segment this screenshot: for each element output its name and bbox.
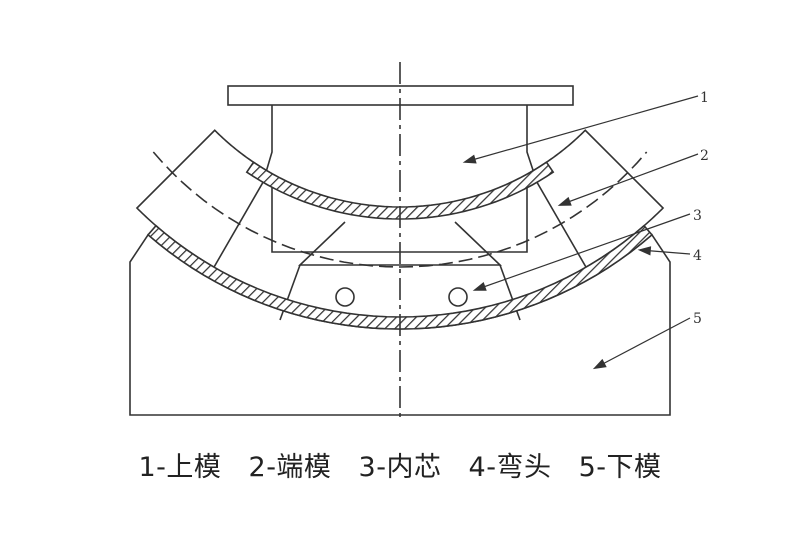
legend-caption: 1-上模 2-端模 3-内芯 4-弯头 5-下模 — [0, 445, 800, 484]
legend-item-upper-die: 1-上模 — [138, 452, 222, 483]
label-5: 5 — [693, 311, 702, 327]
arrowhead-2 — [557, 196, 572, 206]
core-pin-left — [335, 287, 355, 307]
label-3: 3 — [693, 208, 702, 224]
legend-item-lower-die: 5-下模 — [578, 452, 662, 483]
elbow-inner-wall — [245, 161, 555, 220]
leader-line-5 — [594, 317, 691, 369]
legend-item-end-die: 2-端模 — [248, 452, 332, 483]
label-1: 1 — [700, 90, 709, 106]
legend-item-inner-core: 3-内芯 — [358, 452, 442, 483]
core-pin-right — [448, 287, 468, 307]
inner-core-wedge — [298, 221, 502, 266]
leader-line-3 — [474, 213, 691, 291]
legend-item-elbow: 4-弯头 — [468, 452, 552, 483]
elbow-outer-wall — [146, 224, 654, 330]
leader-line-2 — [559, 153, 699, 206]
arrowhead-4 — [637, 246, 652, 256]
label-2: 2 — [700, 148, 709, 164]
bend-centerline — [152, 151, 648, 268]
leader-line-1 — [464, 95, 699, 163]
arrowhead-5 — [592, 358, 607, 370]
arrowhead-1 — [462, 154, 477, 164]
arrowhead-3 — [472, 282, 487, 291]
label-4: 4 — [693, 248, 702, 264]
